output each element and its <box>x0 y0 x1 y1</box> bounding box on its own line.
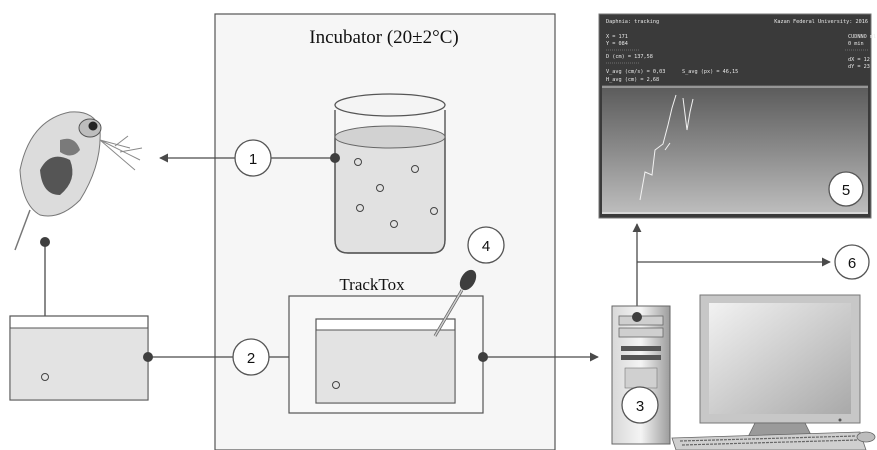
screen-readout-right: CUDNNO ml <box>848 34 876 40</box>
screen-readout: X = 171 <box>606 34 628 40</box>
svg-text:1: 1 <box>249 151 257 168</box>
daphnia-illustration <box>14 111 143 251</box>
monitor <box>699 294 861 438</box>
step-marker-5: 5 <box>828 171 864 207</box>
screen-readout: H_avg (cm) = 2,68 <box>606 77 659 83</box>
screen-readout-right: 0 min <box>848 41 864 47</box>
pipette <box>433 269 477 337</box>
svg-text:4: 4 <box>482 238 490 255</box>
screen-header-right: Kazan Federal University: 2016 <box>774 19 868 25</box>
screen-readout: S_avg (px) = 46,15 <box>682 69 738 75</box>
svg-text:5: 5 <box>842 182 850 199</box>
tracktox-cuvette <box>315 318 456 404</box>
tracktox-label: TrackTox <box>339 275 405 294</box>
tracking-screen: Daphnia: tracking Kazan Federal Universi… <box>598 13 876 219</box>
computer-tower <box>611 305 671 445</box>
incubator-title: Incubator (20±2°C) <box>309 27 458 48</box>
step-marker-4: 4 <box>467 226 505 264</box>
mouse <box>856 431 876 443</box>
source-container <box>9 315 149 401</box>
svg-text:6: 6 <box>848 255 856 272</box>
keyboard <box>671 431 867 450</box>
beaker <box>334 93 446 254</box>
screen-readout-right: dY = 23 <box>848 64 870 70</box>
step-marker-2: 2 <box>232 338 270 376</box>
step-marker-6: 6 <box>834 244 870 280</box>
screen-readout-right: dX = 12 <box>848 57 870 63</box>
screen-readout: V_avg (cm/s) = 0,03 <box>606 69 665 75</box>
screen-readout: D (cm) = 137,58 <box>606 54 653 60</box>
screen-readout: Y = 084 <box>606 41 628 47</box>
step-marker-3: 3 <box>621 386 659 424</box>
screen-header-left: Daphnia: tracking <box>606 19 659 25</box>
step-marker-1: 1 <box>234 139 272 177</box>
svg-text:3: 3 <box>636 398 644 415</box>
svg-text:2: 2 <box>247 350 255 367</box>
